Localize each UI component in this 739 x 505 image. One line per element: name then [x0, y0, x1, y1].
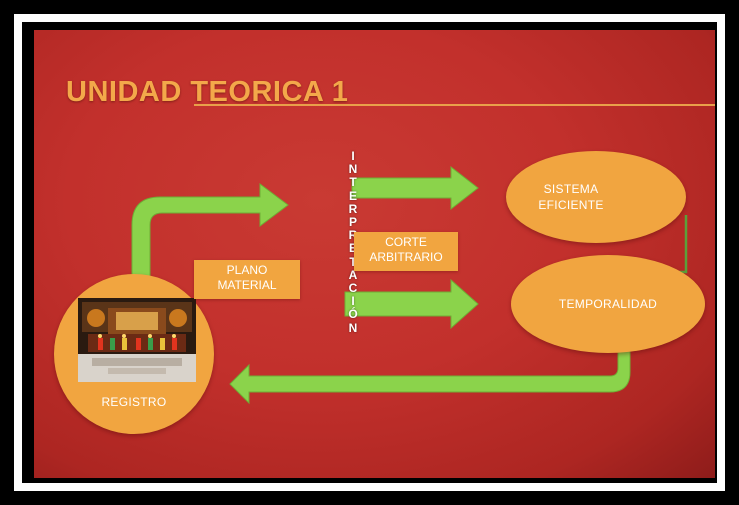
slide-title: UNIDAD TEORICA 1: [66, 76, 349, 108]
letter: E: [348, 188, 357, 203]
registro-label: REGISTRO: [101, 395, 167, 409]
arrow-to-sistema: [351, 165, 479, 211]
connector-sistema-temporalidad: [675, 215, 688, 274]
corte-line-1: CORTE: [385, 235, 427, 249]
letter: C: [348, 281, 358, 296]
letter: T: [349, 254, 357, 269]
plano-material-box: PLANO MATERIAL: [194, 260, 300, 299]
slide: UNIDAD TEORICA 1 I N T E R P R E T A C I…: [34, 30, 715, 478]
letter: Ó: [348, 307, 358, 322]
arrow-layer: [131, 165, 688, 405]
altar-with-candles-photo: [78, 298, 196, 382]
curved-arrow-up-right: [131, 183, 289, 277]
letter: R: [348, 228, 358, 243]
sistema-eficiente-label: SISTEMA EFICIENTE: [506, 181, 636, 213]
letter: N: [348, 162, 358, 177]
corte-line-2: ARBITRARIO: [369, 250, 443, 264]
letter: N: [348, 320, 358, 335]
interpretacion-vertical-text: I N T E R P R E T A C I Ó N: [345, 149, 361, 335]
letter: I: [351, 294, 355, 309]
letter: R: [348, 201, 358, 216]
letter: I: [351, 149, 355, 163]
title-underline: [194, 104, 715, 106]
temporalidad-label: TEMPORALIDAD: [558, 297, 658, 311]
letter: A: [348, 267, 358, 282]
plano-line-2: MATERIAL: [217, 278, 277, 292]
arrow-to-temporalidad: [344, 278, 479, 330]
letter: P: [348, 215, 357, 230]
sistema-line-2: EFICIENTE: [538, 198, 604, 212]
sistema-line-1: SISTEMA: [543, 182, 599, 196]
return-arrow-to-registro: [229, 338, 631, 405]
temporalidad-node: TEMPORALIDAD: [511, 255, 705, 353]
plano-line-1: PLANO: [226, 263, 268, 277]
altar-photo: [78, 298, 196, 382]
letter: T: [349, 175, 357, 190]
sistema-eficiente-node: SISTEMA EFICIENTE: [506, 151, 686, 243]
letter: E: [348, 241, 357, 256]
corte-arbitrario-box: CORTE ARBITRARIO: [354, 232, 458, 271]
